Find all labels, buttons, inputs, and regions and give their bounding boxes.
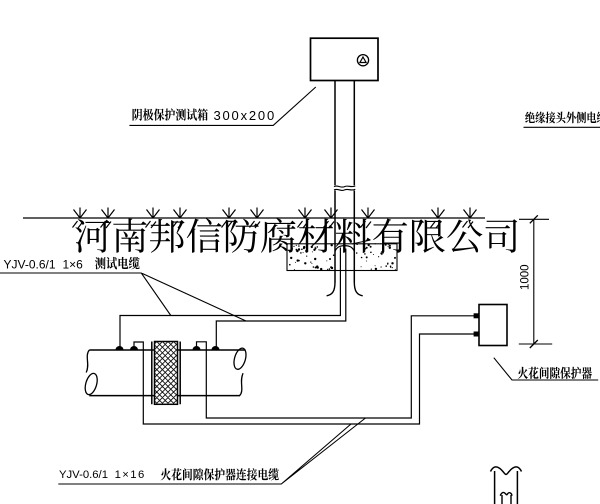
svg-text:1×16: 1×16: [115, 469, 146, 481]
svg-text:YJV-0.6/1: YJV-0.6/1: [59, 469, 108, 481]
svg-text:1000: 1000: [520, 264, 532, 290]
svg-text:YJV-0.6/1: YJV-0.6/1: [4, 258, 56, 272]
svg-text:300x200: 300x200: [214, 108, 276, 123]
svg-text:1×6: 1×6: [63, 258, 84, 272]
